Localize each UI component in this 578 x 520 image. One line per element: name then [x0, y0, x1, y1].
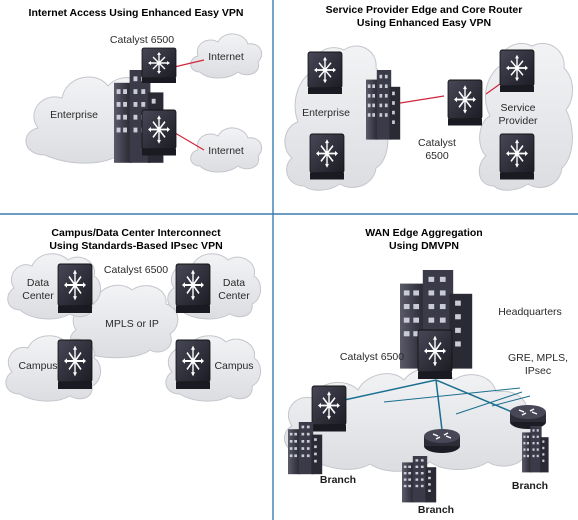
catalyst-label-line2: 6500 [425, 150, 449, 162]
dc-left-switch-icon [57, 263, 93, 314]
internet-cloud-top [190, 33, 263, 79]
panel-title-line2: Using DMVPN [389, 240, 459, 252]
tunnel-center [435, 379, 443, 431]
campus-right-switch-icon [175, 339, 211, 390]
panel-campus-dc-interconnect: Campus/Data Center Interconnect Using St… [5, 227, 261, 402]
catalyst-switch-icon [417, 329, 453, 380]
catalyst-label: Catalyst 6500 [104, 264, 168, 276]
internet-cloud-bottom [190, 127, 263, 173]
internet-label-top: Internet [208, 51, 244, 63]
service-provider-label-line2: Provider [498, 115, 538, 127]
panel-title-line1: WAN Edge Aggregation [365, 227, 482, 239]
catalyst-switch-icon-top [141, 47, 177, 84]
enterprise-label: Enterprise [50, 109, 98, 121]
tunnel-right [435, 379, 513, 413]
branch-center-label: Branch [418, 504, 454, 516]
enterprise-label: Enterprise [302, 107, 350, 119]
annotation-arrow-3 [491, 395, 531, 407]
catalyst-label: Catalyst 6500 [110, 34, 174, 46]
sp-switch-icon-bottom [499, 133, 535, 181]
headquarters-label: Headquarters [498, 306, 562, 318]
enterprise-building-icon [366, 70, 401, 140]
dc-left-label-line2: Center [22, 290, 54, 302]
branch-right-router-icon [509, 404, 547, 430]
link-catalyst-sp [485, 83, 501, 95]
panel-title: Internet Access Using Enhanced Easy VPN [29, 7, 244, 19]
catalyst-label-line1: Catalyst [418, 137, 456, 149]
enterprise-switch-icon-top [307, 51, 343, 95]
panel-title-line2: Using Enhanced Easy VPN [357, 17, 491, 29]
dc-left-label-line1: Data [27, 277, 49, 289]
branch-center-router-icon [423, 428, 461, 454]
catalyst-switch-icon-bottom [141, 109, 177, 157]
campus-left-label: Campus [18, 360, 57, 372]
panel-sp-edge-core: Service Provider Edge and Core Router Us… [284, 4, 573, 191]
link-enterprise-catalyst [393, 95, 445, 105]
branch-left-switch-icon [311, 385, 347, 433]
annotation-arrow-2 [455, 391, 523, 415]
branch-right-label: Branch [512, 480, 548, 492]
internet-label-bottom: Internet [208, 145, 244, 157]
panel-internet-access: Internet Access Using Enhanced Easy VPN … [25, 7, 263, 173]
dc-right-label-line1: Data [223, 277, 245, 289]
panel-title-line1: Service Provider Edge and Core Router [326, 4, 523, 16]
dc-right-switch-icon [175, 263, 211, 314]
campus-right-label: Campus [214, 360, 253, 372]
panel-wan-edge-aggregation: WAN Edge Aggregation Using DMVPN Headqua… [284, 227, 568, 516]
panel-title-line1: Campus/Data Center Interconnect [51, 227, 221, 239]
panel-title-line2: Using Standards-Based IPsec VPN [49, 240, 222, 252]
mpls-cloud [69, 284, 179, 359]
annotation-arrow-1 [383, 387, 521, 403]
catalyst-switch-icon [447, 79, 483, 127]
enterprise-switch-icon-bottom [309, 133, 345, 181]
branch-right-building-icon [522, 426, 549, 473]
service-provider-label-line1: Service [500, 102, 535, 114]
campus-left-switch-icon [57, 339, 93, 390]
catalyst-label: Catalyst 6500 [340, 351, 404, 363]
mpls-label: MPLS or IP [105, 318, 159, 330]
gre-label-line2: IPsec [525, 365, 551, 377]
dc-right-label-line2: Center [218, 290, 250, 302]
gre-label-line1: GRE, MPLS, [508, 352, 568, 364]
branch-left-label: Branch [320, 474, 356, 486]
sp-switch-icon-top [499, 49, 535, 93]
